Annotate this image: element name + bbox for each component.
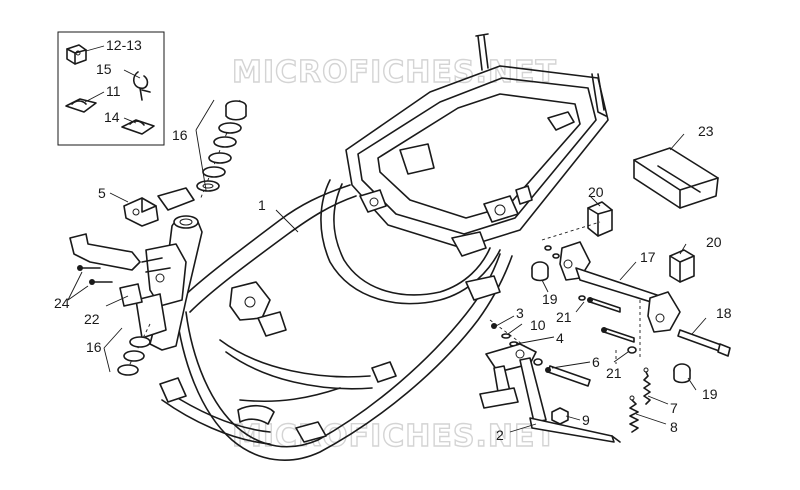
main-frame-part <box>159 33 609 461</box>
bushing-19-right <box>673 363 691 384</box>
spring-7 <box>643 367 651 405</box>
small-parts-inset <box>57 31 165 146</box>
steering-head-part <box>135 215 203 351</box>
bracket-clip-part <box>121 119 155 135</box>
callout-6: 6 <box>592 354 600 370</box>
callout-4: 4 <box>556 330 564 346</box>
callout-16-top: 16 <box>172 127 188 143</box>
bolts-24-part <box>77 265 113 285</box>
callout-19-right: 19 <box>702 386 718 402</box>
callout-3: 3 <box>516 305 524 321</box>
callout-labels: 1 2 3 4 5 6 7 8 9 10 11 12-13 14 15 16 1… <box>54 37 732 443</box>
washers-21-top <box>544 245 621 313</box>
callout-7: 7 <box>670 400 678 416</box>
callout-22: 22 <box>84 311 100 327</box>
callout-14: 14 <box>104 109 120 125</box>
callout-23: 23 <box>698 123 714 139</box>
callout-1: 1 <box>258 197 266 213</box>
bearing-set-16-top <box>196 99 247 201</box>
callout-10: 10 <box>530 317 546 333</box>
callout-24: 24 <box>54 295 70 311</box>
bearing-set-16-bottom <box>117 323 151 377</box>
callout-16-bottom: 16 <box>86 339 102 355</box>
callout-20-left: 20 <box>588 184 604 200</box>
callout-21-top: 21 <box>556 309 572 325</box>
leader-lines <box>67 99 707 433</box>
callout-20-right: 20 <box>706 234 722 250</box>
callout-12-13: 12-13 <box>106 37 142 53</box>
callout-18: 18 <box>716 305 732 321</box>
watermark-top: MICROFICHES.NET <box>232 55 557 90</box>
clip-nut-part <box>66 44 87 65</box>
bracket-5-part <box>123 187 195 227</box>
footrest-bar-17 <box>541 221 681 360</box>
spring-8 <box>629 395 639 433</box>
watermark-bottom: MICROFICHES.NET <box>232 419 557 454</box>
callout-9: 9 <box>582 412 590 428</box>
nut-9 <box>551 407 569 425</box>
pad-20-left <box>587 201 613 237</box>
callout-17: 17 <box>640 249 656 265</box>
callout-21-bottom: 21 <box>606 365 622 381</box>
pad-20-right <box>669 249 695 283</box>
callout-11: 11 <box>106 83 121 99</box>
support-22-part <box>69 233 143 307</box>
stand-bolt-6 <box>533 358 591 387</box>
bolt-18-part <box>677 329 731 357</box>
callout-2: 2 <box>496 427 504 443</box>
callout-5: 5 <box>98 185 106 201</box>
cable-clip-part <box>132 71 151 101</box>
center-stand-2 <box>479 343 621 443</box>
callout-8: 8 <box>670 419 678 435</box>
strap-23-part <box>633 147 719 209</box>
bushing-19-left <box>531 261 549 282</box>
callout-15: 15 <box>96 61 112 77</box>
plate-clip-part <box>65 98 97 113</box>
washers-21-bottom <box>601 327 637 364</box>
callout-19-left: 19 <box>542 291 558 307</box>
